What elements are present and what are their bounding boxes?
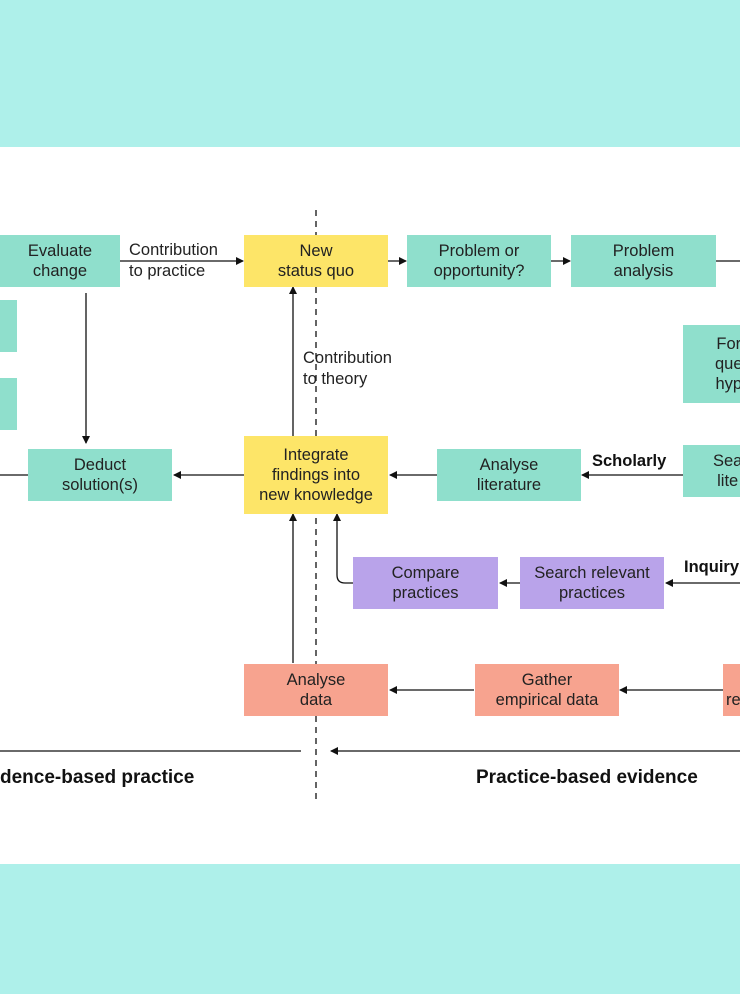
deduct-solutions-box: Deduct solution(s) [28, 449, 172, 501]
diagram-panel: Evaluate change Contribution to practice… [0, 147, 740, 864]
gather-empirical-data-box: Gather empirical data [475, 664, 619, 716]
new-status-quo-box: New status quo [244, 235, 388, 287]
problem-or-opportunity-box: Problem or opportunity? [407, 235, 551, 287]
contribution-to-practice-label: Contribution to practice [129, 241, 218, 280]
arrow-compare-to-integrate [333, 513, 353, 584]
evidence-based-practice-label: dence-based practice [0, 767, 195, 788]
bottom-background-band [0, 864, 740, 994]
compare-practices-box: Compare practices [353, 557, 498, 609]
search-literature-box-partial: Sea lite [683, 445, 740, 497]
partial-box-left-upper [0, 300, 17, 352]
practice-based-evidence-label: Practice-based evidence [476, 767, 698, 788]
contribution-to-theory-label: Contribution to theory [303, 349, 392, 388]
research-box-partial: re [723, 664, 740, 716]
partial-box-left-lower [0, 378, 17, 430]
scholarly-label: Scholarly [592, 452, 667, 470]
problem-analysis-box: Problem analysis [571, 235, 716, 287]
search-relevant-practices-box: Search relevant practices [520, 557, 664, 609]
integrate-findings-box: Integrate findings into new knowledge [244, 436, 388, 514]
formulate-question-box-partial: For que hyp [683, 325, 740, 403]
analyse-literature-box: Analyse literature [437, 449, 581, 501]
connector-lines [0, 210, 740, 800]
top-background-band [0, 0, 740, 147]
evaluate-change-box: Evaluate change [0, 235, 120, 287]
inquiry-label: Inquiry [684, 558, 740, 576]
analyse-data-box: Analyse data [244, 664, 388, 716]
